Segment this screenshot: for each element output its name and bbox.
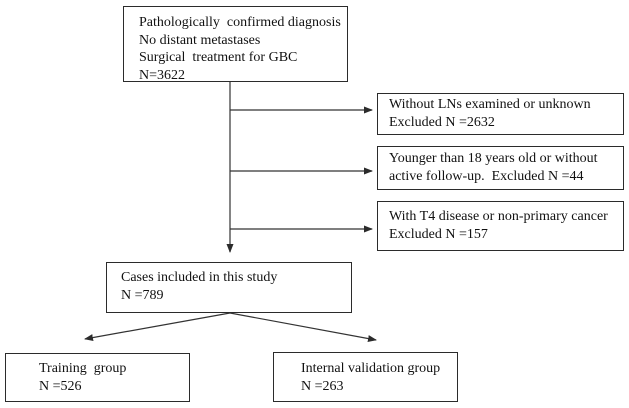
box-exclusion-3: With T4 disease or non-primary cancer Ex… xyxy=(377,201,624,251)
box-line: N =526 xyxy=(39,379,82,394)
arrow-to-validation xyxy=(229,312,377,342)
box-line: N =263 xyxy=(301,379,344,394)
box-line: With T4 disease or non-primary cancer xyxy=(389,209,608,224)
box-exclusion-2: Younger than 18 years old or without act… xyxy=(377,146,624,190)
box-line: N =789 xyxy=(121,288,164,303)
box-line: Excluded N =2632 xyxy=(389,115,495,130)
box-line: Internal validation group xyxy=(301,361,441,376)
arrow-to-training xyxy=(84,312,231,342)
box-training-group: Training group N =526 xyxy=(5,353,190,402)
box-exclusion-1: Without LNs examined or unknown Excluded… xyxy=(377,93,624,135)
box-line: No distant metastases xyxy=(139,32,261,48)
box-line: Younger than 18 years old or without xyxy=(389,151,598,166)
box-line: Excluded N =157 xyxy=(389,227,488,242)
box-line: Surgical treatment for GBC xyxy=(139,50,298,65)
box-line: active follow-up. Excluded N =44 xyxy=(389,169,584,184)
box-eligibility: Pathologically confirmed diagnosis No di… xyxy=(123,6,348,83)
box-line: Pathologically confirmed diagnosis xyxy=(139,15,341,30)
box-internal-validation-group: Internal validation group N =263 xyxy=(273,352,458,402)
box-line: Training group xyxy=(39,361,127,376)
box-line: N=3622 xyxy=(139,67,186,83)
box-included: Cases included in this study N =789 xyxy=(106,262,352,313)
box-line: Cases included in this study xyxy=(121,270,278,285)
box-line: Without LNs examined or unknown xyxy=(389,97,591,112)
